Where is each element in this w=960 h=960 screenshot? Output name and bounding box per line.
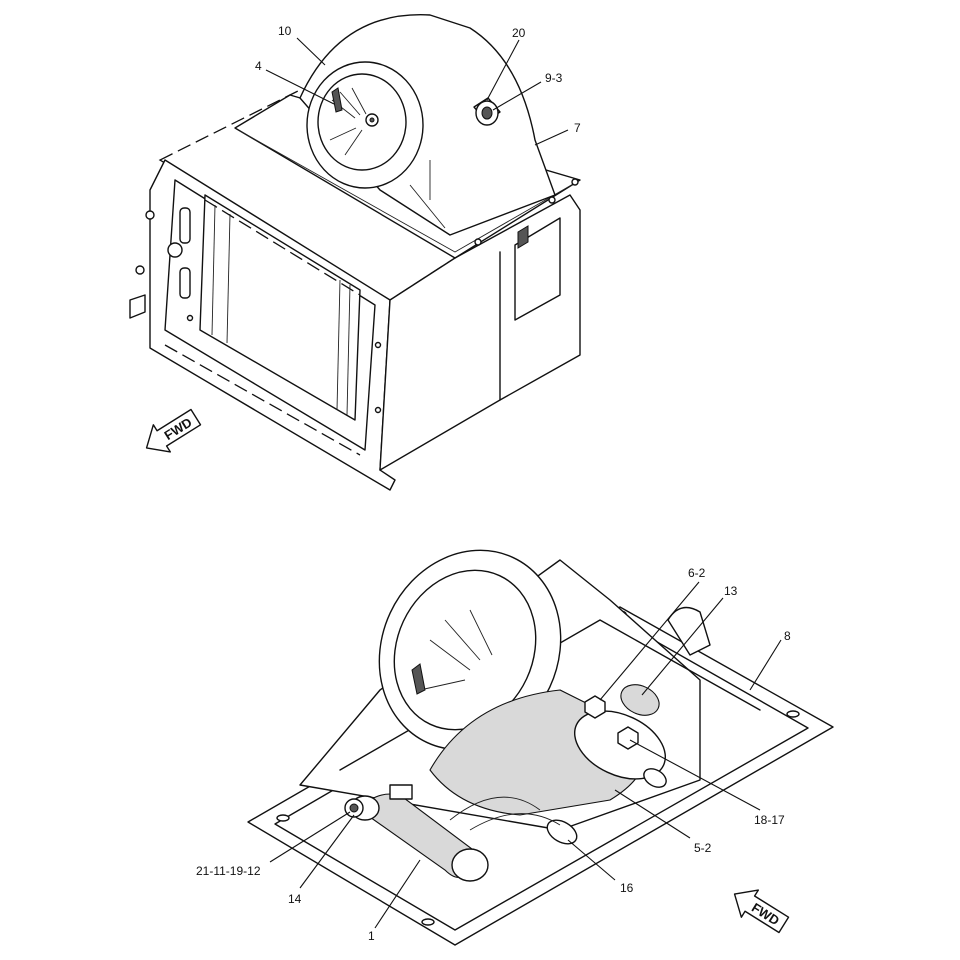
bottom-view-leaders: [269, 581, 782, 929]
leader-13: [641, 597, 724, 696]
callout-4: 4: [255, 59, 262, 73]
blower-wheel: [329, 87, 379, 156]
resistor-cylinder: [350, 784, 489, 882]
callout-18-17: 18-17: [754, 813, 785, 827]
callout-7: 7: [574, 121, 581, 135]
leader-10: [296, 37, 326, 66]
callout-16: 16: [620, 881, 634, 895]
box-side-panel: [379, 194, 581, 471]
leader-8: [749, 639, 782, 691]
callout-6-2: 6-2: [688, 566, 706, 580]
lower-wheel-blades: [411, 609, 493, 695]
connector-grommet: [473, 97, 501, 126]
top-view-leaders: [265, 37, 569, 146]
callout-14: 14: [288, 892, 302, 906]
housing-seam: [409, 184, 446, 229]
callout-8: 8: [784, 629, 791, 643]
callout-13: 13: [724, 584, 738, 598]
motor-leads: [449, 796, 561, 831]
motor-grommet: [620, 684, 660, 716]
top-plate-screws: [474, 178, 579, 246]
top-plate-edge: [239, 130, 576, 253]
heater-core: [199, 194, 361, 421]
leader-4: [265, 69, 335, 105]
access-door: [514, 217, 561, 321]
leader-9-3: [492, 81, 542, 111]
side-panel-screws: [186, 314, 382, 414]
leader-16: [567, 839, 616, 881]
coolant-tubes: [129, 207, 191, 319]
leader-20: [486, 39, 520, 101]
motor-bolts: [584, 695, 639, 750]
leader-7: [534, 129, 569, 146]
leader-21-11-19-12: [269, 811, 351, 863]
callout-5-2: 5-2: [694, 841, 712, 855]
fwd-arrow-bottom: FWD: [733, 889, 790, 934]
callout-21-11-19-12: 21-11-19-12: [196, 864, 261, 878]
core-dashed-lower: [164, 344, 361, 456]
hose-clip: [546, 768, 667, 845]
bottom-view-assembly: [247, 549, 834, 946]
leader-6-2: [599, 581, 700, 701]
core-dashed-mid: [204, 199, 361, 296]
bottom-view-callouts: 6-2 13 8 18-17 5-2 16 21-11-19-12 14 1: [196, 566, 791, 943]
front-frame-inner: [164, 179, 376, 451]
door-latch: [517, 225, 529, 249]
core-fins: [211, 204, 351, 416]
leader-18-17: [629, 739, 761, 811]
callout-9-3: 9-3: [545, 71, 563, 85]
leader-14: [299, 814, 355, 889]
leader-5-2: [614, 789, 691, 839]
terminal-nut: [344, 798, 364, 818]
lower-inlet-inner: [393, 569, 537, 731]
top-view-callouts: 10 20 4 9-3 7: [255, 24, 581, 135]
callout-1: 1: [368, 929, 375, 943]
leader-1: [374, 859, 421, 929]
blower-inlet-inner: [317, 73, 407, 171]
callout-10: 10: [278, 24, 292, 38]
callout-20: 20: [512, 26, 526, 40]
fwd-arrow-top: FWD: [145, 408, 202, 453]
top-view-assembly: [129, 14, 581, 491]
